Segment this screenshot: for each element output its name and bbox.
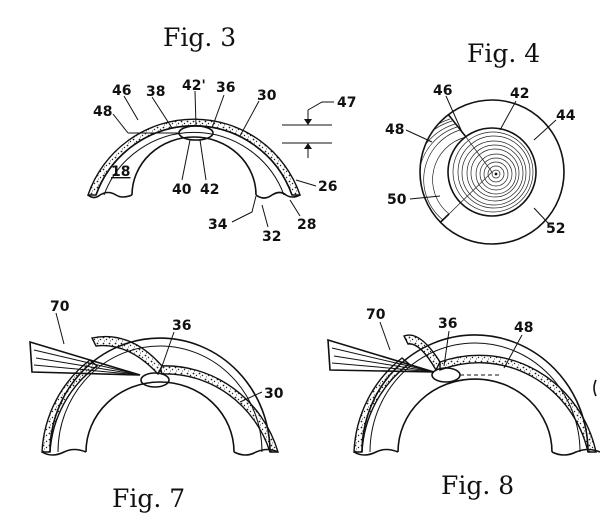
- fig8-body-outer-edge: [361, 334, 589, 453]
- fig4-outer-circle: [419, 99, 565, 245]
- fig4-leader-50: [409, 195, 441, 200]
- figure-3: Fig. 3 46 38 4: [87, 23, 356, 245]
- fig8-inner-liner: [369, 342, 581, 453]
- fig3-leader-42p: [194, 90, 197, 127]
- fig3-leader-32: [261, 204, 269, 228]
- fig8-leader-48: [503, 334, 523, 369]
- fig7-inner-bore: [85, 381, 235, 453]
- fig3-ref-18: 18: [111, 164, 130, 180]
- fig4-ref-44: 44: [556, 108, 576, 124]
- fig3-ref-47: 47: [337, 95, 356, 111]
- fig3-inner-bore: [131, 136, 257, 196]
- fig3-ref-32: 32: [262, 229, 281, 245]
- fig4-spiral-boundary: [447, 127, 537, 217]
- fig3-leader-34: [231, 195, 257, 223]
- fig7-leader-70: [55, 312, 65, 345]
- fig4-leader-52: [533, 207, 549, 224]
- fig3-ref-40: 40: [172, 182, 192, 198]
- fig7-ref-30: 30: [264, 386, 284, 402]
- fig4-leader-42: [499, 100, 517, 131]
- fig7-inner-liner: [57, 345, 263, 453]
- fig7-void-defect: [140, 372, 170, 388]
- fig7-cover-left: [41, 359, 99, 453]
- fig8-ref-36: 36: [438, 316, 457, 332]
- fig3-ref-38: 38: [146, 84, 165, 100]
- fig3-leader-26: [295, 179, 317, 187]
- fig8-break-right: [551, 448, 600, 456]
- fig8-edge-mark: [593, 379, 597, 397]
- figure-7: Fig. 7 70 36 30: [29, 299, 284, 513]
- fig3-ref-36: 36: [216, 80, 235, 96]
- fig7-break-right: [233, 448, 279, 456]
- fig4-ref-46: 46: [433, 83, 452, 99]
- fig3-ref-30: 30: [257, 88, 277, 104]
- fig3-break-right: [255, 191, 301, 199]
- fig3-body-outer-edge: [95, 125, 293, 196]
- fig3-break-left: [87, 191, 133, 199]
- figure-8: Fig. 8 70 36 48: [327, 307, 600, 500]
- fig3-ref-48: 48: [93, 104, 112, 120]
- fig7-ref-36: 36: [172, 318, 191, 334]
- fig8-cutting-tool: [327, 338, 435, 373]
- fig8-break-left: [353, 448, 399, 456]
- fig3-ref-46: 46: [112, 83, 131, 99]
- fig4-leader-46: [445, 95, 463, 133]
- fig3-inner-liner: [103, 131, 285, 196]
- fig3-leader-38: [151, 96, 173, 129]
- figure-8-title: Fig. 8: [441, 471, 514, 500]
- fig4-ref-42: 42: [510, 86, 529, 102]
- fig3-ref-34: 34: [208, 217, 228, 233]
- fig4-ref-48: 48: [385, 122, 404, 138]
- fig8-ref-70: 70: [366, 307, 386, 323]
- fig8-void-defect: [431, 367, 461, 383]
- fig7-leader-36: [159, 331, 175, 373]
- figure-7-title: Fig. 7: [112, 484, 185, 513]
- fig7-cutting-tool: [29, 340, 141, 376]
- figure-4-title: Fig. 4: [467, 39, 540, 68]
- fig3-leader-28: [289, 199, 301, 217]
- fig7-leader-30: [239, 391, 263, 403]
- fig3-leader-48: [112, 113, 129, 134]
- fig3-leader-36: [211, 94, 225, 129]
- fig3-ref-26: 26: [318, 179, 337, 195]
- fig7-ref-70: 70: [50, 299, 70, 315]
- fig3-leader-30: [239, 100, 260, 137]
- fig3-leader-40: [181, 139, 191, 181]
- fig4-ref-50: 50: [387, 192, 407, 208]
- fig8-ref-48: 48: [514, 320, 533, 336]
- figure-4: Fig. 4: [385, 39, 576, 245]
- fig3-ref-42p: 42': [182, 78, 206, 94]
- fig3-leader-42: [199, 139, 207, 181]
- fig4-ref-52: 52: [546, 221, 565, 237]
- fig7-body-outer-edge: [49, 337, 271, 453]
- fig7-break-left: [41, 448, 87, 456]
- fig3-dim-arrowhead-bottom: [304, 143, 312, 149]
- fig3-dim-arrowhead-top: [304, 119, 312, 125]
- fig4-leader-48: [405, 129, 433, 143]
- figure-3-title: Fig. 3: [163, 23, 236, 52]
- fig3-leader-46: [123, 95, 139, 121]
- fig3-ref-42: 42: [200, 182, 219, 198]
- fig7-cover-right: [159, 365, 279, 453]
- fig8-inner-bore: [397, 378, 553, 453]
- fig8-cover-right: [439, 354, 597, 453]
- fig8-leader-70: [379, 321, 391, 351]
- fig4-spiral-rings: [452, 131, 534, 213]
- fig4-leader-44: [533, 119, 557, 141]
- fig8-leader-36: [443, 330, 450, 367]
- fig3-ref-28: 28: [297, 217, 316, 233]
- fig3-leader-47: [307, 101, 334, 111]
- fig7-peeled-flap: [90, 335, 163, 376]
